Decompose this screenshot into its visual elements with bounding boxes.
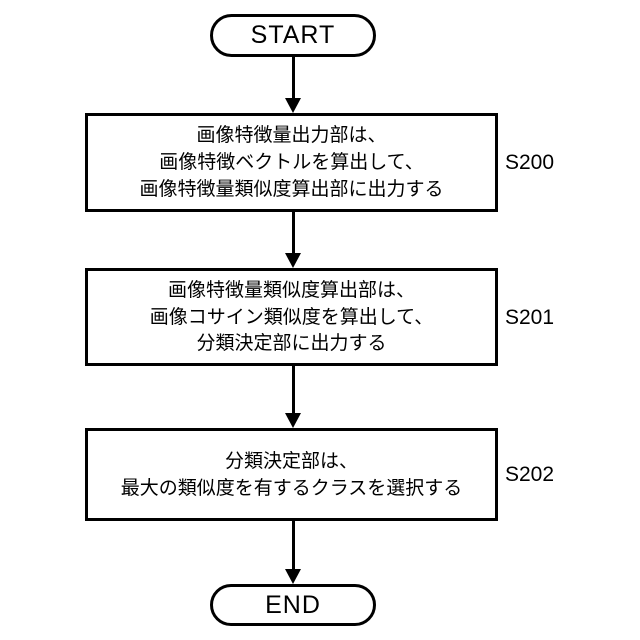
arrowhead-icon [285, 98, 301, 113]
node-step1: 画像特徴量出力部は、 画像特徴ベクトルを算出して、 画像特徴量類似度算出部に出力… [85, 113, 498, 212]
node-step2: 画像特徴量類似度算出部は、 画像コサイン類似度を算出して、 分類決定部に出力する [85, 268, 498, 366]
connector-shaft [292, 212, 295, 254]
arrowhead-icon [285, 569, 301, 584]
arrowhead-icon [285, 413, 301, 428]
node-end-label: END [265, 590, 321, 619]
node-start: START [210, 14, 376, 57]
connector-shaft [292, 366, 295, 414]
node-step3: 分類決定部は、 最大の類似度を有するクラスを選択する [85, 428, 498, 521]
step-label-s201: S201 [505, 306, 555, 329]
connector-shaft [292, 521, 295, 570]
arrowhead-icon [285, 253, 301, 268]
connector-start-to-step1 [285, 57, 301, 113]
node-step2-text: 画像特徴量類似度算出部は、 画像コサイン類似度を算出して、 分類決定部に出力する [149, 278, 434, 355]
connector-step1-to-step2 [285, 212, 301, 268]
node-step3-text: 分類決定部は、 最大の類似度を有するクラスを選択する [120, 449, 463, 499]
connector-step2-to-step3 [285, 366, 301, 428]
step-label-s202: S202 [505, 463, 555, 486]
node-step1-text: 画像特徴量出力部は、 画像特徴ベクトルを算出して、 画像特徴量類似度算出部に出力… [139, 124, 444, 200]
node-end: END [210, 584, 376, 626]
connector-step3-to-end [285, 521, 301, 584]
node-start-label: START [250, 21, 336, 49]
connector-shaft [292, 57, 295, 99]
step-label-s200: S200 [505, 151, 555, 174]
